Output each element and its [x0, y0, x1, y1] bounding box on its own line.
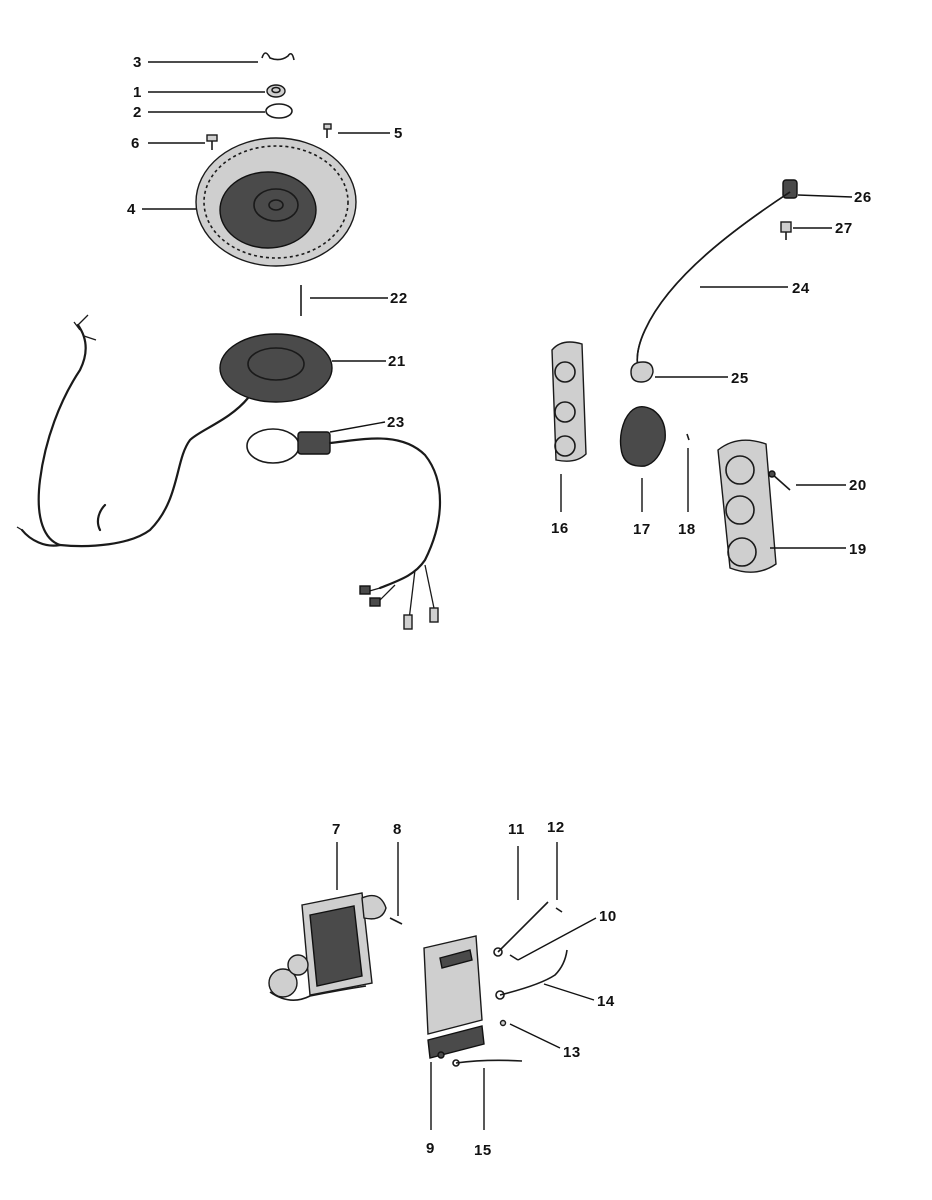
- small-screw-part: [323, 123, 332, 138]
- small-screw-part-10: [509, 954, 519, 961]
- screw-part: [206, 134, 218, 150]
- callout-10: 10: [599, 908, 617, 925]
- coil-group: [551, 179, 798, 573]
- coil-part-left: [551, 341, 587, 462]
- small-clip-part: [686, 433, 690, 441]
- terminal-part: [780, 221, 792, 240]
- small-nut-part: [499, 1019, 507, 1027]
- nut-part: [266, 84, 286, 98]
- callout-9: 9: [426, 1140, 435, 1157]
- callout-18: 18: [678, 521, 696, 538]
- stator-harness-wire: [37, 323, 250, 548]
- callout-7: 7: [332, 821, 341, 838]
- coil-screw-part: [768, 470, 791, 491]
- callout-6: 6: [131, 135, 140, 152]
- switch-box-group: [268, 892, 568, 1067]
- switch-box-screw-part: [389, 917, 403, 925]
- callout-14: 14: [597, 993, 615, 1010]
- callout-20: 20: [849, 477, 867, 494]
- flywheel-group: [16, 52, 441, 630]
- stator-part: [219, 333, 333, 403]
- switch-box-part: [268, 892, 387, 1001]
- washer-part: [265, 103, 293, 119]
- rectifier-part: [423, 935, 485, 1059]
- coil-part-right: [717, 439, 777, 573]
- high-tension-lead: [636, 191, 791, 369]
- callout-27: 27: [835, 220, 853, 237]
- callout-26: 26: [854, 189, 872, 206]
- callout-12: 12: [547, 819, 565, 836]
- trigger-coil-part: [246, 428, 331, 464]
- callout-25: 25: [731, 370, 749, 387]
- callout-15: 15: [474, 1142, 492, 1159]
- callout-3: 3: [133, 54, 142, 71]
- trigger-harness-wire: [328, 437, 441, 590]
- callout-22: 22: [390, 290, 408, 307]
- flywheel-part: [195, 137, 357, 267]
- ground-lead-part: [493, 901, 549, 957]
- lead-wire-part: [499, 949, 568, 996]
- small-screw-part-12: [555, 907, 563, 913]
- rectifier-lead-part: [455, 1059, 523, 1064]
- callout-17: 17: [633, 521, 651, 538]
- callout-23: 23: [387, 414, 405, 431]
- callout-19: 19: [849, 541, 867, 558]
- callout-13: 13: [563, 1044, 581, 1061]
- callout-8: 8: [393, 821, 402, 838]
- coil-boot-part: [619, 406, 666, 467]
- callout-11: 11: [508, 821, 525, 838]
- callout-5: 5: [394, 125, 403, 142]
- callout-4: 4: [127, 201, 136, 218]
- clip-part: [261, 52, 295, 61]
- trigger-harness-connectors: [359, 564, 439, 630]
- cap-part: [630, 361, 654, 383]
- callout-2: 2: [133, 104, 142, 121]
- callout-1: 1: [133, 84, 142, 101]
- callout-21: 21: [388, 353, 406, 370]
- leader-lines: [142, 61, 853, 1130]
- callout-24: 24: [792, 280, 810, 297]
- callout-16: 16: [551, 520, 569, 537]
- callout-labels: 3 1 2 6 5 4 22 21 23 26 27 24 25 16 17 1…: [127, 54, 872, 1159]
